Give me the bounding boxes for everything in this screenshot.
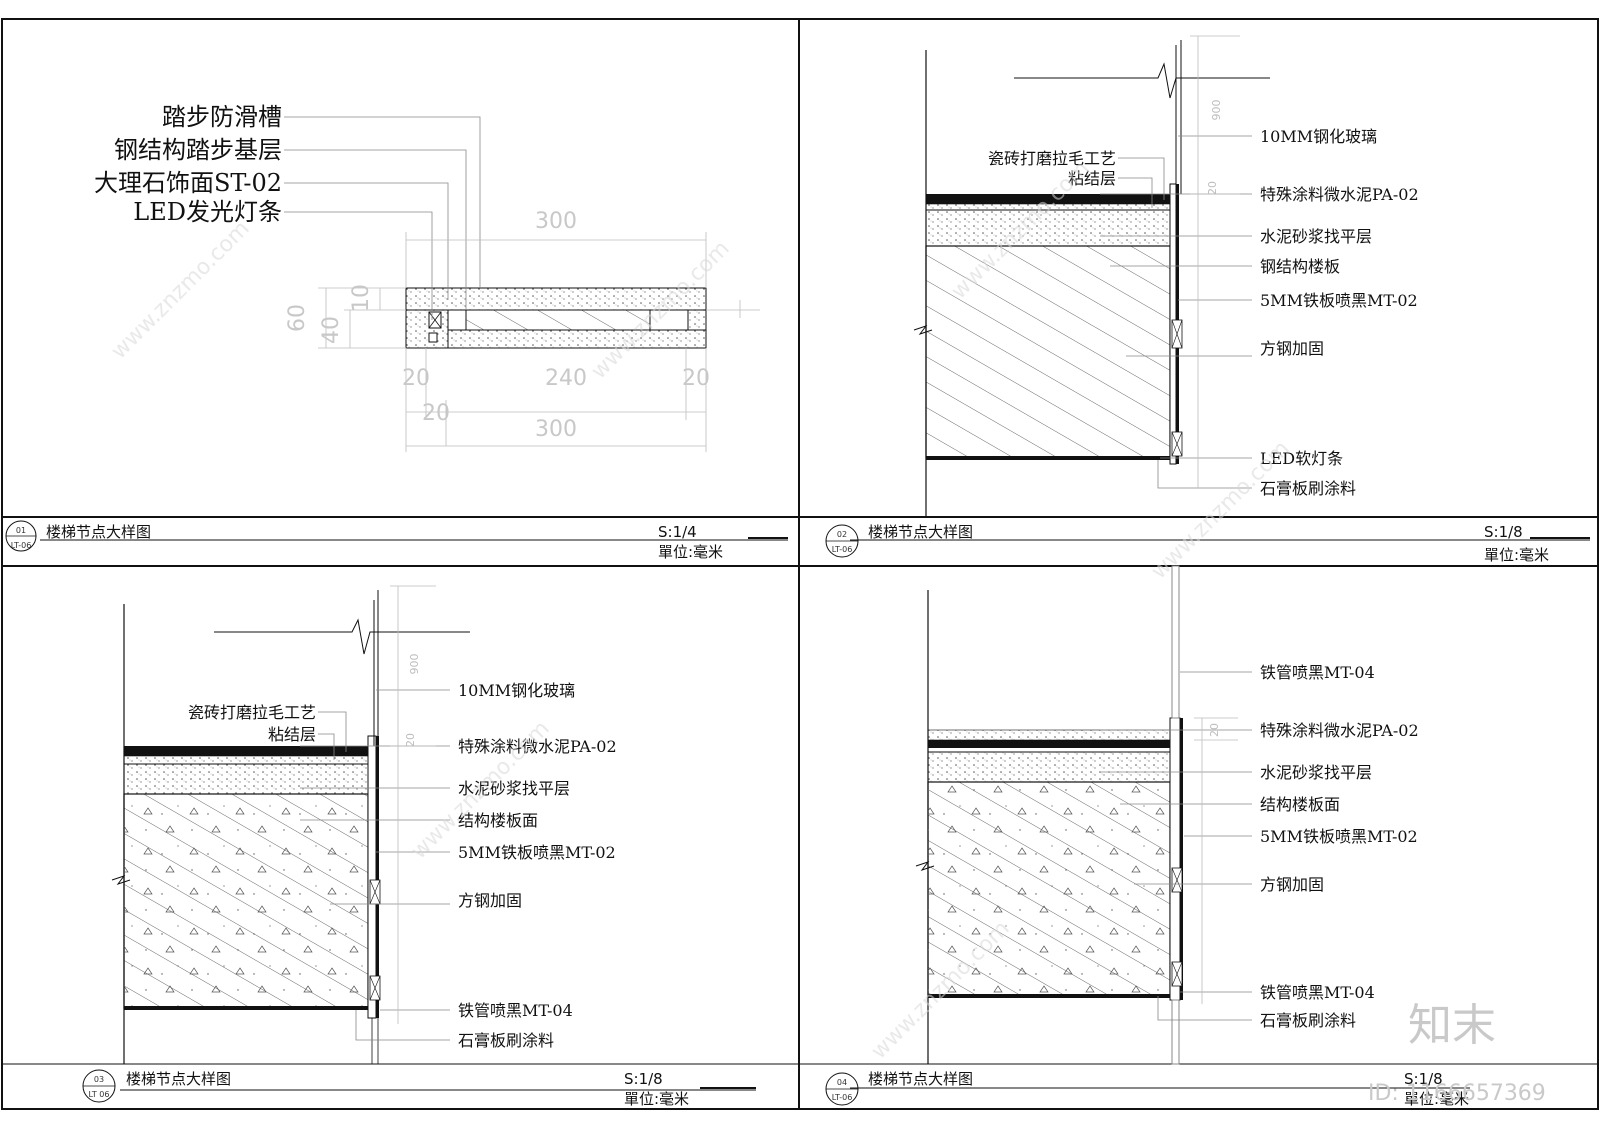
- detail-bubble-4-number: 04: [837, 1078, 847, 1087]
- callout-mortar-screed: 水泥砂浆找平层: [1260, 227, 1372, 246]
- panel-1-dimensions: [318, 232, 760, 452]
- callout-led-soft-strip: LED软灯条: [1260, 449, 1343, 468]
- callout-tile-roughening: 瓷砖打磨拉毛工艺: [188, 703, 316, 722]
- dim-height-60: 60: [285, 304, 310, 332]
- panel-4: 04 LT-06 楼梯节点大样图 S:1/8 單位:毫米: [799, 565, 1598, 1108]
- watermark-logo: 知末: [1408, 1000, 1496, 1051]
- panel-3-dimension: [390, 585, 436, 1024]
- panel-4-leaders: [1100, 671, 1252, 1021]
- dim-240: 240: [545, 366, 587, 391]
- callout-microcement: 特殊涂料微水泥PA-02: [1260, 185, 1419, 204]
- stair-tread-section: [405, 287, 707, 349]
- callout-adhesive-layer: 粘结层: [268, 725, 316, 744]
- sheet-frames: [1, 18, 1599, 1110]
- dim-rail-20: 20: [1206, 181, 1219, 195]
- callout-mortar-screed: 水泥砂浆找平层: [458, 779, 570, 798]
- dim-left-20: 20: [402, 366, 430, 391]
- panel-3-title-bar: 03 LT 06 楼梯节点大样图 S:1/8 單位:毫米: [2, 1063, 799, 1108]
- callout-steel-tread-base: 钢结构踏步基层: [114, 136, 282, 164]
- watermark-site-1: www.znzmo.com: [107, 216, 255, 364]
- dim-rail-900: 900: [1210, 100, 1223, 121]
- watermark-id: ID: 1166657369: [1368, 1081, 1546, 1106]
- dim-right-20: 20: [682, 366, 710, 391]
- callout-microcement: 特殊涂料微水泥PA-02: [458, 737, 617, 756]
- panel-2-title: 楼梯节点大样图: [868, 523, 973, 541]
- panel-1-scale: S:1/4: [658, 523, 697, 541]
- callout-iron-pipe-top: 铁管喷黑MT-04: [1260, 663, 1375, 682]
- dim-floor-20: 20: [1208, 723, 1221, 737]
- panel-2-dimension: [1190, 35, 1240, 488]
- callout-steel-plate: 5MM铁板喷黑MT-02: [1260, 827, 1418, 846]
- callout-tile-roughening: 瓷砖打磨拉毛工艺: [988, 149, 1116, 168]
- panel-3-scale: S:1/8: [624, 1070, 663, 1088]
- dim-rail-20: 20: [404, 733, 417, 747]
- dim-lower-20: 20: [422, 401, 450, 426]
- panel-4-title: 楼梯节点大样图: [868, 1070, 973, 1088]
- panel-3-title: 楼梯节点大样图: [126, 1070, 231, 1088]
- panel-3-section: [111, 590, 470, 1064]
- callout-steel-plate: 5MM铁板喷黑MT-02: [1260, 291, 1418, 310]
- panel-3-unit: 單位:毫米: [624, 1090, 689, 1108]
- panel-1-leaders: [284, 116, 481, 320]
- detail-bubble-1-number: 01: [16, 526, 26, 535]
- callout-tempered-glass: 10MM钢化玻璃: [458, 681, 575, 700]
- callout-adhesive-layer: 粘结层: [1068, 169, 1116, 188]
- panel-2-title-bar: 02 LT-06 楼梯节点大样图 S:1/8 單位:毫米: [799, 516, 1598, 564]
- callout-iron-pipe-bottom: 铁管喷黑MT-04: [1260, 983, 1375, 1002]
- detail-bubble-2-ref: LT-06: [832, 545, 853, 554]
- callout-anti-slip-groove: 踏步防滑槽: [162, 103, 282, 131]
- panel-3: 03 LT 06 楼梯节点大样图 S:1/8 單位:毫米: [2, 585, 799, 1108]
- callout-gypsum-board: 石膏板刷涂料: [1260, 479, 1356, 498]
- panel-4-title-bar: 04 LT-06 楼梯节点大样图 S:1/8 單位:毫米: [799, 1063, 1598, 1108]
- callout-led-strip: LED发光灯条: [133, 198, 282, 226]
- callout-marble-finish: 大理石饰面ST-02: [94, 169, 282, 197]
- dim-tread-top: 300: [535, 209, 577, 234]
- callout-steel-floor-slab: 钢结构楼板: [1260, 257, 1340, 276]
- panel-2: 02 LT-06 楼梯节点大样图 S:1/8 單位:毫米: [799, 35, 1598, 564]
- panel-4-dimension: [1194, 717, 1238, 1004]
- dim-tread-bottom: 300: [535, 417, 577, 442]
- dim-height-40: 40: [319, 316, 344, 344]
- callout-structural-slab: 结构楼板面: [458, 811, 538, 830]
- callout-gypsum-board: 石膏板刷涂料: [458, 1031, 554, 1050]
- panel-1-title: 楼梯节点大样图: [46, 523, 151, 541]
- panel-4-scale: S:1/8: [1404, 1070, 1443, 1088]
- panel-2-scale: S:1/8: [1484, 523, 1523, 541]
- panel-1: 01 LT-06 楼梯节点大样图 S:1/4 單位:毫米 踏步防滑槽 钢结构踏步…: [2, 103, 799, 561]
- detail-bubble-2-number: 02: [837, 530, 847, 539]
- callout-gypsum-board: 石膏板刷涂料: [1260, 1011, 1356, 1030]
- detail-bubble-4-ref: LT-06: [832, 1093, 853, 1102]
- dim-height-10: 10: [349, 284, 374, 312]
- callout-tempered-glass: 10MM钢化玻璃: [1260, 127, 1377, 146]
- callout-mortar-screed: 水泥砂浆找平层: [1260, 763, 1372, 782]
- panel-2-section: [913, 40, 1270, 517]
- callout-steel-plate: 5MM铁板喷黑MT-02: [458, 843, 616, 862]
- callout-square-steel: 方钢加固: [1260, 875, 1324, 894]
- callout-iron-pipe: 铁管喷黑MT-04: [458, 1001, 573, 1020]
- callout-square-steel: 方钢加固: [458, 891, 522, 910]
- panel-2-unit: 單位:毫米: [1484, 546, 1549, 564]
- panel-4-section: [915, 565, 1183, 1065]
- detail-bubble-3-number: 03: [94, 1075, 104, 1084]
- panel-1-unit: 單位:毫米: [658, 543, 723, 561]
- callout-structural-slab: 结构楼板面: [1260, 795, 1340, 814]
- callout-square-steel: 方钢加固: [1260, 339, 1324, 358]
- panel-1-title-bar: 01 LT-06 楼梯节点大样图 S:1/4 單位:毫米: [2, 516, 799, 561]
- panel-4-unit: 單位:毫米: [1404, 1090, 1469, 1108]
- detail-bubble-3-ref: LT 06: [89, 1090, 110, 1099]
- dim-rail-900: 900: [408, 654, 421, 675]
- detail-bubble-1-ref: LT-06: [11, 541, 32, 550]
- callout-microcement: 特殊涂料微水泥PA-02: [1260, 721, 1419, 740]
